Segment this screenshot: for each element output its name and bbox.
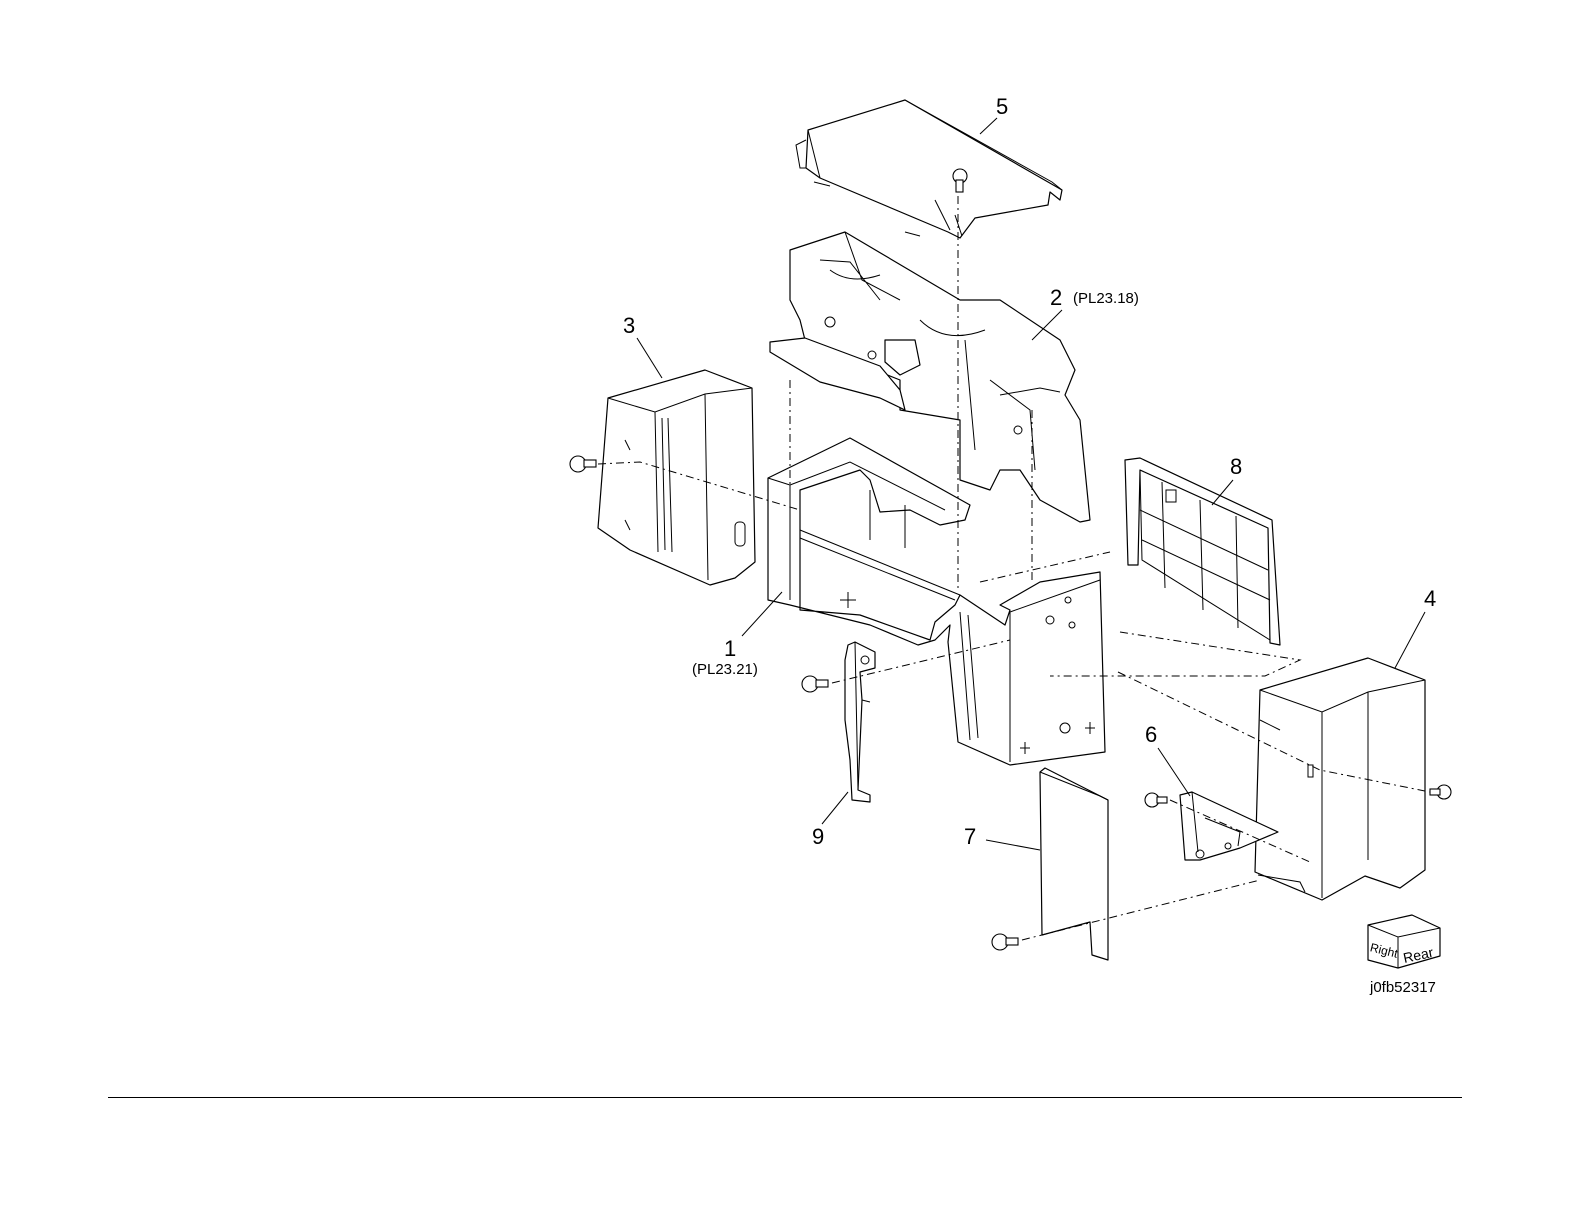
callout-5: 5 xyxy=(996,94,1008,119)
side-bracket-part-9 xyxy=(845,642,875,802)
callout-9: 9 xyxy=(812,824,824,849)
callout-1: 1 xyxy=(724,636,736,661)
rear-panel-part-8 xyxy=(1125,458,1280,645)
screw-icon xyxy=(802,676,828,692)
callout-7: 7 xyxy=(964,824,976,849)
screw-icon xyxy=(570,456,596,472)
callout-8: 8 xyxy=(1230,454,1242,479)
top-cover-part-5 xyxy=(796,100,1062,238)
callout-4: 4 xyxy=(1424,586,1436,611)
callout-3: 3 xyxy=(623,313,635,338)
footer-divider xyxy=(108,1097,1462,1098)
figure-id: j0fb52317 xyxy=(1369,979,1436,996)
callout-2: 2 xyxy=(1050,285,1062,310)
callout-6: 6 xyxy=(1145,722,1157,747)
screw-icon xyxy=(1145,793,1167,807)
left-cover-part-3 xyxy=(598,370,755,585)
callout-1-ref: (PL23.21) xyxy=(692,661,758,678)
callout-2-ref: (PL23.18) xyxy=(1073,290,1139,307)
screw-icon xyxy=(1430,785,1451,799)
right-cover-part-4 xyxy=(1255,658,1425,900)
lower-cover-part-7 xyxy=(1040,768,1108,960)
screw-icon xyxy=(992,934,1018,950)
orientation-cube: Right Rear xyxy=(1368,915,1440,968)
